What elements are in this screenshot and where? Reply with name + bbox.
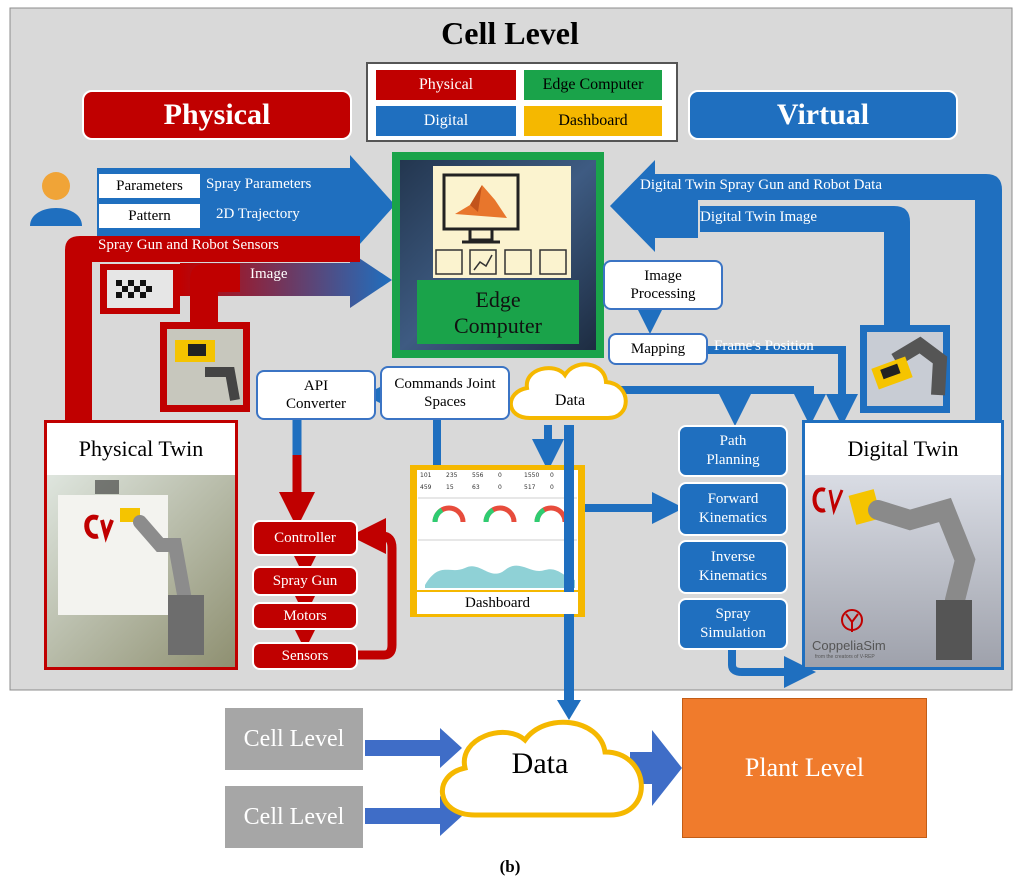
- legend-edge-computer: Edge Computer: [524, 70, 662, 100]
- edge-line-1: Edge: [475, 287, 521, 312]
- monitor-icon: [442, 173, 520, 231]
- sensors-box: Sensors: [252, 642, 358, 670]
- grid-icon: [539, 249, 567, 275]
- legend: Physical Edge Computer Digital Dashboard: [366, 62, 678, 142]
- dashboard-stat: 0: [498, 484, 502, 491]
- inverse-kinematics-box: Inverse Kinematics: [678, 540, 788, 594]
- trajectory-label: 2D Trajectory: [216, 206, 300, 222]
- physical-twin-frame: [44, 420, 238, 670]
- mapping-box: Mapping: [608, 333, 708, 365]
- data-cloud-large-label: Data: [511, 747, 569, 780]
- dashboard-stat: 0: [498, 472, 502, 479]
- parameters-input: Parameters: [97, 172, 202, 200]
- dashboard-area-chart: [425, 565, 575, 588]
- dashboard-stat: 1550: [524, 472, 539, 479]
- dashboard-stat: 0: [550, 484, 554, 491]
- dashboard-stat: 63: [472, 484, 480, 491]
- digital-spray-data-label: Digital Twin Spray Gun and Robot Data: [640, 177, 882, 193]
- cell-level-box-2: Cell Level: [225, 786, 363, 848]
- legend-physical: Physical: [376, 70, 516, 100]
- coppeliasim-tagline: from the creators of V-REP: [815, 654, 875, 660]
- location-icon: [504, 249, 532, 275]
- sensor-line: [65, 236, 360, 420]
- data-cloud-small: [508, 362, 628, 420]
- chart-icon: [469, 249, 497, 275]
- data-cloud-large: [439, 719, 644, 818]
- dashboard-label: Dashboard: [417, 592, 578, 614]
- analysis-icon: [435, 249, 463, 275]
- digital-arrow: [610, 160, 1002, 420]
- dashboard-stat: 517: [524, 484, 536, 491]
- legend-dashboard: Dashboard: [524, 106, 662, 136]
- physical-twin-title: Physical Twin: [47, 423, 235, 475]
- pattern-input: Pattern: [97, 202, 202, 230]
- operator-head-icon: [42, 172, 70, 200]
- spray-gun-box: Spray Gun: [252, 566, 358, 596]
- coppeliasim-logo: CoppeliaSim: [812, 638, 886, 653]
- dashboard-stat: 15: [446, 484, 454, 491]
- edge-computer-label: Edge Computer: [417, 282, 579, 344]
- image-processing-box: Image Processing: [603, 260, 723, 310]
- cell-level-box-1: Cell Level: [225, 708, 363, 770]
- controller-box: Controller: [252, 520, 358, 556]
- figure-caption: (b): [499, 857, 521, 876]
- edge-line-2: Computer: [454, 313, 542, 338]
- sensors-link-label: Spray Gun and Robot Sensors: [98, 237, 279, 253]
- commands-box: Commands Joint Spaces: [380, 366, 510, 420]
- motors-box: Motors: [252, 602, 358, 630]
- camera-line: [190, 264, 240, 330]
- operator-body-icon: [30, 208, 82, 226]
- image-link-label: Image: [250, 266, 288, 282]
- plant-level-box: Plant Level: [682, 698, 927, 838]
- matlab-logo-icon: [455, 185, 507, 218]
- legend-digital: Digital: [376, 106, 516, 136]
- frames-position-label: Frame's Position: [714, 338, 814, 354]
- data-cloud-small-label: Data: [554, 392, 586, 409]
- dashboard-stat: 101: [420, 472, 432, 479]
- digital-twin-title: Digital Twin: [805, 423, 1001, 475]
- dashboard-stat: 556: [472, 472, 484, 479]
- spray-parameters-label: Spray Parameters: [206, 176, 312, 192]
- forward-kinematics-box: Forward Kinematics: [678, 482, 788, 536]
- digital-image-label: Digital Twin Image: [700, 209, 817, 225]
- dashboard-stat: 0: [550, 472, 554, 479]
- physical-header: Physical: [82, 90, 352, 140]
- digital-image-line: [700, 206, 910, 335]
- api-converter-box: API Converter: [256, 370, 376, 420]
- diagram-title: Cell Level: [441, 14, 579, 51]
- dashboard-stat: 235: [446, 472, 458, 479]
- virtual-header: Virtual: [688, 90, 958, 140]
- dashboard-stat: 459: [420, 484, 432, 491]
- path-planning-box: Path Planning: [678, 425, 788, 477]
- digital-twin-frame: [802, 420, 1004, 670]
- spray-simulation-box: Spray Simulation: [678, 598, 788, 650]
